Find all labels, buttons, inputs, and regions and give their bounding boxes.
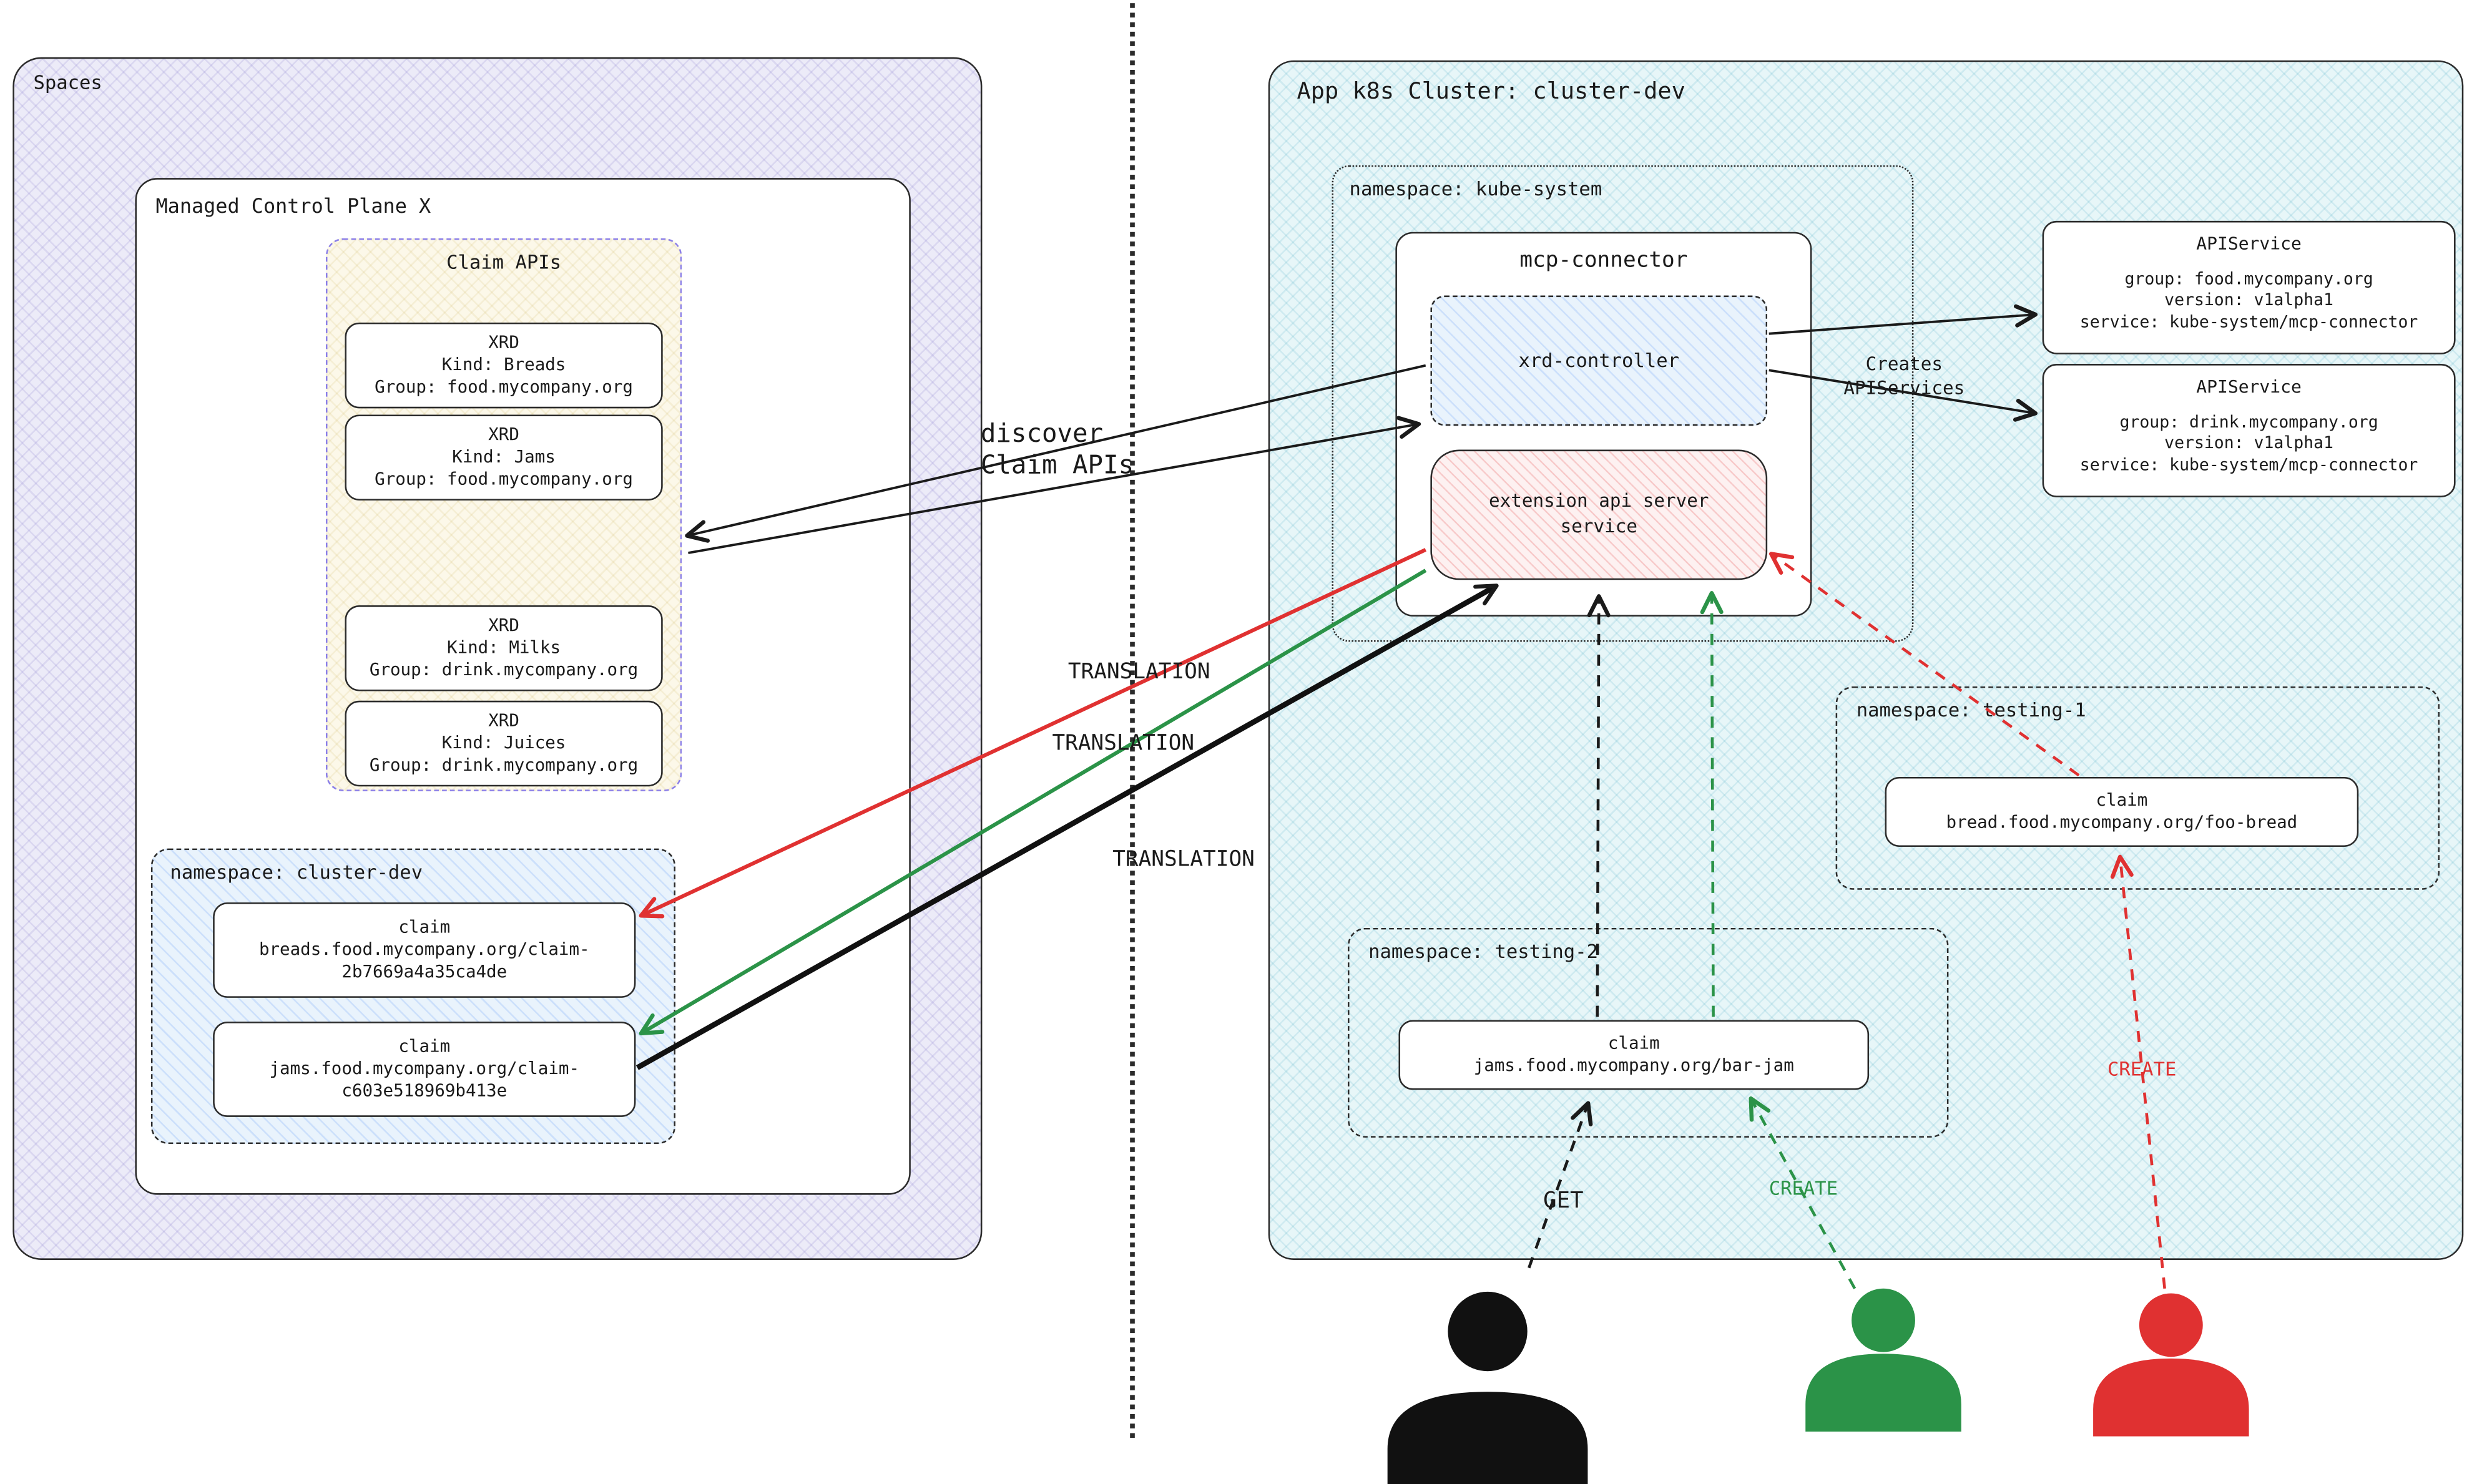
claim-label: claim — [398, 1035, 451, 1057]
apiservice-title: APIService — [2196, 376, 2302, 398]
xrd-kind: Kind: Breads — [441, 354, 566, 375]
claim-box-breads: claim breads.food.mycompany.org/claim- 2… — [213, 902, 636, 998]
apiservice-box-food: APIService group: food.mycompany.org ver… — [2042, 220, 2456, 354]
extension-api-server-line1: extension api server — [1488, 490, 1709, 513]
translation-label-2: TRANSLATION — [1052, 731, 1195, 756]
apiservice-service: service: kube-system/mcp-connector — [2079, 456, 2418, 476]
namespace-kube-system-title: namespace: kube-system — [1349, 178, 1602, 200]
apiservice-group: group: drink.mycompany.org — [2119, 412, 2378, 432]
claim-name-line2: 2b7669a4a35ca4de — [341, 961, 508, 982]
managed-control-plane-title: Managed Control Plane X — [155, 193, 431, 218]
namespace-cluster-dev-title: namespace: cluster-dev — [170, 861, 423, 884]
discover-label-line2: Claim APIs — [980, 449, 1134, 480]
k8s-cluster-title: App k8s Cluster: cluster-dev — [1297, 79, 1685, 105]
claim-box-foo-bread: claim bread.food.mycompany.org/foo-bread — [1885, 776, 2359, 847]
claim-name: jams.food.mycompany.org/bar-jam — [1473, 1055, 1794, 1076]
discover-label: discover Claim APIs — [981, 418, 1134, 482]
xrd-controller-box: xrd-controller — [1430, 295, 1768, 426]
extension-api-server-line2: service — [1560, 514, 1637, 537]
claim-box-bar-jam: claim jams.food.mycompany.org/bar-jam — [1398, 1020, 1870, 1090]
xrd-controller-label: xrd-controller — [1518, 349, 1680, 372]
xrd-type: XRD — [488, 710, 519, 731]
xrd-group: Group: food.mycompany.org — [375, 469, 633, 490]
xrd-box-milks: XRD Kind: Milks Group: drink.mycompany.o… — [345, 605, 663, 691]
translation-label-1: TRANSLATION — [1067, 659, 1210, 685]
namespace-testing-1-title: namespace: testing-1 — [1856, 699, 2086, 721]
claim-label: claim — [2096, 789, 2148, 810]
xrd-box-breads: XRD Kind: Breads Group: food.mycompany.o… — [345, 322, 663, 409]
separator-line — [1130, 3, 1135, 1438]
claim-name-line1: jams.food.mycompany.org/claim- — [269, 1058, 580, 1079]
xrd-group: Group: drink.mycompany.org — [369, 754, 639, 776]
create-green-label: CREATE — [1768, 1177, 1838, 1200]
namespace-testing-2-title: namespace: testing-2 — [1368, 940, 1599, 963]
claim-name-line2: c603e518969b413e — [341, 1080, 508, 1101]
xrd-kind: Kind: Jams — [452, 446, 556, 467]
apiservice-title: APIService — [2196, 233, 2302, 255]
user-black-icon — [1387, 1291, 1588, 1484]
xrd-box-jams: XRD Kind: Jams Group: food.mycompany.org — [345, 414, 663, 500]
translation-label-3: TRANSLATION — [1112, 847, 1255, 872]
create-red-label: CREATE — [2107, 1058, 2177, 1081]
discover-label-line1: discover — [980, 417, 1104, 448]
mcp-connector-title: mcp-connector — [1519, 248, 1688, 273]
xrd-kind: Kind: Milks — [447, 637, 561, 658]
creates-apiservices-label: Creates APIServices — [1843, 353, 1965, 400]
xrd-group: Group: drink.mycompany.org — [369, 659, 639, 681]
claim-name: bread.food.mycompany.org/foo-bread — [1946, 812, 2298, 833]
claim-name-line1: breads.food.mycompany.org/claim- — [258, 939, 590, 960]
apiservice-box-drink: APIService group: drink.mycompany.org ve… — [2042, 364, 2456, 497]
user-green-icon — [1805, 1288, 1961, 1432]
xrd-box-juices: XRD Kind: Juices Group: drink.mycompany.… — [345, 700, 663, 787]
xrd-kind: Kind: Juices — [441, 732, 566, 753]
apiservice-service: service: kube-system/mcp-connector — [2079, 313, 2418, 333]
apiservice-version: version: v1alpha1 — [2164, 291, 2333, 311]
claim-label: claim — [398, 916, 451, 937]
xrd-type: XRD — [488, 331, 519, 353]
apiservice-group: group: food.mycompany.org — [2124, 269, 2373, 289]
user-red-icon — [2093, 1293, 2249, 1437]
apiservice-version: version: v1alpha1 — [2164, 434, 2333, 454]
claim-box-jams: claim jams.food.mycompany.org/claim- c60… — [213, 1022, 636, 1117]
xrd-type: XRD — [488, 423, 519, 444]
creates-label-line2: APIServices — [1843, 376, 1965, 399]
claim-label: claim — [1607, 1032, 1660, 1053]
extension-api-server-box: extension api server service — [1430, 449, 1768, 580]
xrd-group: Group: food.mycompany.org — [375, 376, 633, 398]
get-label: GET — [1543, 1188, 1584, 1214]
creates-label-line1: Creates — [1865, 353, 1943, 375]
xrd-type: XRD — [488, 614, 519, 635]
claim-apis-title: Claim APIs — [446, 251, 562, 273]
spaces-title: Spaces — [33, 71, 102, 94]
